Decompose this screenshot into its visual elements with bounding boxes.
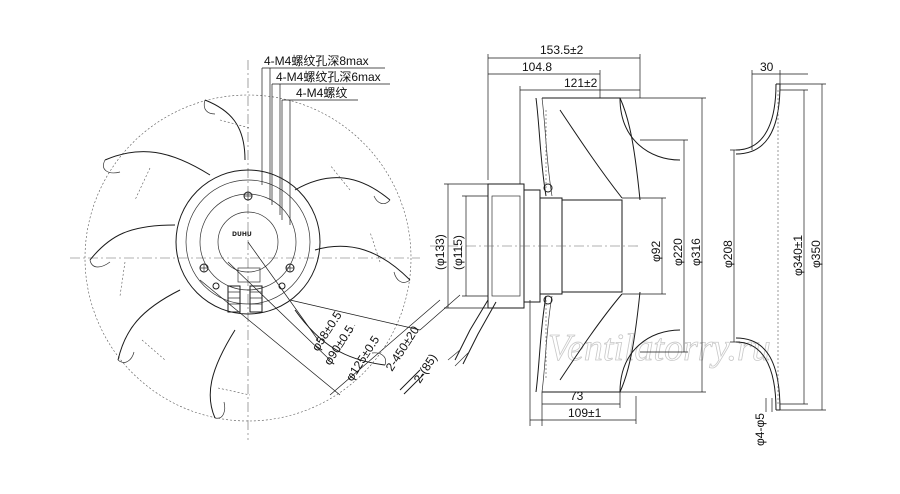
holes-dim: φ4-φ5 — [753, 413, 767, 446]
dia-350: φ350 — [809, 240, 823, 268]
hub-outer — [175, 169, 321, 315]
cable — [399, 299, 497, 395]
thread-note-3: 4-M4螺纹 — [296, 86, 347, 100]
impeller-outline — [84, 94, 412, 422]
thread-note-2: 4-M4螺纹孔深6max — [276, 70, 381, 84]
hub-logo: DUHU — [232, 231, 252, 238]
blades — [89, 99, 411, 419]
dim-121: 121±2 — [564, 76, 598, 90]
back-plate — [535, 97, 547, 393]
blade-profile-top — [542, 97, 641, 201]
dia-220: φ220 — [671, 238, 685, 266]
dia-208: φ208 — [721, 240, 735, 268]
thread-note-leaders — [261, 67, 390, 225]
dia-133: (φ133) — [433, 234, 447, 270]
side-left-dims — [444, 183, 488, 309]
dim-104-8: 104.8 — [522, 60, 552, 74]
side-right-dims — [620, 97, 706, 393]
blade-profile-bottom — [542, 291, 641, 393]
side-top-dims — [487, 54, 641, 184]
dim-153-5: 153.5±2 — [540, 43, 584, 57]
front-view: DUHU 4-M4螺纹孔深8max 4-M4螺纹孔深6max 4-M4螺纹 — [70, 54, 497, 440]
side-view: 153.5±2 104.8 121±2 (φ133) (φ115) φ92 φ2… — [430, 43, 706, 426]
shroud — [619, 97, 681, 393]
inlet-ring-profile — [735, 83, 777, 411]
dia-115: (φ115) — [451, 235, 465, 270]
dia-340: φ340±1 — [791, 235, 805, 276]
hub-core — [217, 211, 279, 273]
inlet-ring-view: 30 φ208 φ340±1 φ350 φ4-φ5 — [721, 60, 826, 446]
dia-92: φ92 — [649, 241, 663, 262]
dim-109: 109±1 — [568, 406, 602, 420]
side-bottom-dims — [529, 300, 637, 426]
hub-ring — [185, 179, 311, 305]
ring-depth-30: 30 — [760, 60, 774, 74]
cable-end: 2-(85) — [411, 351, 440, 385]
inlet-ring-dims — [730, 70, 826, 412]
dim-73: 73 — [570, 389, 584, 403]
dia-316: φ316 — [689, 238, 703, 266]
cable-length: 2-450±20 — [383, 323, 422, 373]
diameter-dim-lines — [199, 241, 461, 396]
thread-note-1: 4-M4螺纹孔深8max — [264, 54, 369, 68]
